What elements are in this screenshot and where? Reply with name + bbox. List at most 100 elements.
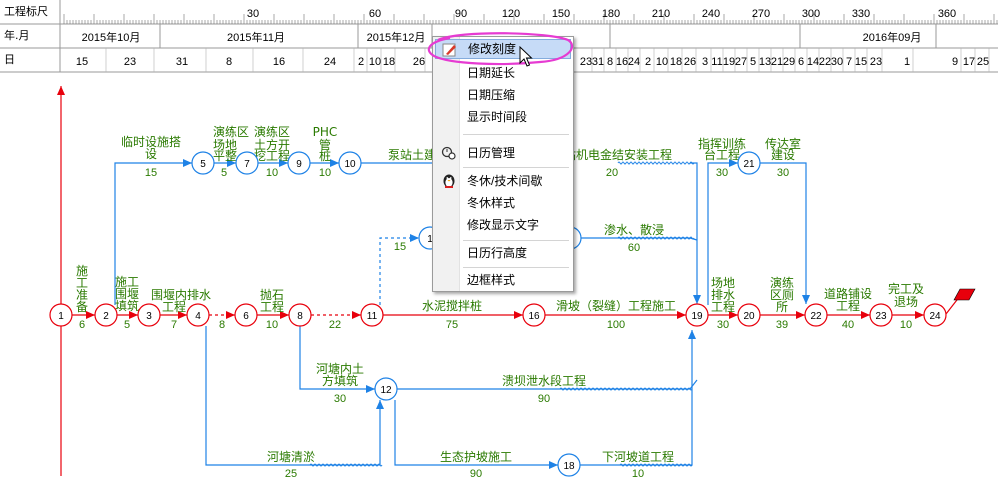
menu-item-label: 修改显示文字 (467, 218, 540, 232)
menu-item-winter-break[interactable]: 冬休/技术间歇 (435, 171, 571, 191)
activity-name: 工程 (260, 299, 284, 314)
day-label: 16 (273, 56, 285, 68)
arrowhead (178, 311, 187, 319)
activity-duration: 30 (716, 167, 728, 179)
menu-item-label: 显示时间段 (467, 110, 528, 124)
activity-name: 河塘内土 (316, 361, 364, 376)
arrowhead (796, 311, 805, 319)
day-label: 10 (369, 56, 381, 68)
arrowhead (514, 311, 523, 319)
activity-arrow (690, 162, 698, 304)
arrowhead (729, 159, 738, 167)
event-node (94, 303, 118, 327)
event-node-number: 11 (367, 311, 378, 322)
day-label: 9 (952, 56, 958, 68)
event-node (737, 151, 761, 175)
free-float-line (617, 161, 695, 165)
activity-duration: 25 (285, 468, 297, 480)
event-node-number: 7 (244, 159, 250, 170)
activity-name: 演练区 (213, 124, 249, 139)
event-node (234, 303, 258, 327)
scale-tick-label: 180 (602, 8, 620, 20)
event-node (804, 303, 828, 327)
activity-duration: 30 (717, 319, 729, 331)
event-node (49, 303, 73, 327)
menu-item-calendar-row-height[interactable]: 日历行高度 (435, 243, 571, 263)
event-node-number: 22 (810, 311, 822, 322)
event-node-number: 20 (743, 311, 755, 322)
menu-separator (463, 167, 569, 168)
activity-duration: 10 (266, 167, 278, 179)
event-node-number: 9 (296, 159, 302, 170)
arrowhead (352, 311, 361, 319)
month-label: 2016年09月 (863, 30, 922, 44)
event-node (288, 303, 312, 327)
arrowhead (729, 311, 738, 319)
menu-item-calendar-manage[interactable]: 日历管理 (435, 143, 571, 163)
event-node-number: 5 (200, 159, 206, 170)
activity-name: 工 (76, 276, 88, 290)
day-label: 26 (684, 56, 696, 68)
activity-name: 演练区 (254, 124, 290, 139)
day-label: 8 (607, 56, 613, 68)
activity-name: 管 (319, 137, 331, 152)
menu-item-extend-date[interactable]: 日期延长 (435, 63, 571, 83)
day-label: 15 (855, 56, 867, 68)
arrowhead (693, 295, 701, 304)
activity-name: 临时设施搭 (121, 135, 181, 149)
menu-item-modify-scale[interactable]: 修改刻度 (435, 39, 571, 59)
activity-name: 站机电金结安装工程 (564, 147, 672, 162)
activity-name: 建设 (771, 148, 795, 162)
menu-item-modify-display-text[interactable]: 修改显示文字 (435, 215, 571, 235)
activity-duration: 10 (900, 319, 912, 331)
activity-name: 桩 (319, 148, 331, 163)
arrowhead (376, 400, 384, 409)
activity-name: 滑坡（裂缝）工程施工 (556, 298, 676, 313)
arrowhead (226, 311, 235, 319)
event-node-number: 18 (563, 461, 575, 472)
activity-duration: 10 (319, 167, 331, 179)
edit-scale-icon (442, 43, 456, 57)
activity-arrow (580, 330, 693, 466)
activity-duration: 30 (777, 167, 789, 179)
activity-name: 工程 (162, 299, 186, 314)
arrowhead (549, 461, 558, 469)
activity-duration: 75 (446, 319, 458, 331)
menu-item-compress-date[interactable]: 日期压缩 (435, 85, 571, 105)
event-node (287, 151, 311, 175)
event-node (737, 303, 761, 327)
menu-item-label: 冬休样式 (467, 196, 516, 210)
activity-arrow (379, 237, 419, 305)
menu-item-border-style[interactable]: 边框样式 (435, 270, 571, 290)
arrowhead (410, 234, 419, 242)
event-node-number: 4 (195, 311, 201, 322)
activity-arrow (299, 326, 375, 390)
menu-item-winter-style[interactable]: 冬休样式 (435, 193, 571, 213)
arrowhead (861, 311, 870, 319)
activity-duration: 90 (470, 468, 482, 480)
day-label: 24 (628, 56, 640, 68)
menu-item-show-period[interactable]: 显示时间段 (435, 107, 571, 127)
activity-name: 泵站土建 (388, 148, 436, 162)
day-label: 27 (735, 56, 747, 68)
menu-item-label: 修改刻度 (468, 42, 517, 56)
finish-flag-icon (945, 288, 976, 315)
scale-tick-label: 270 (752, 8, 770, 20)
activity-name: 排水 (711, 288, 735, 302)
day-label: 16 (616, 56, 628, 68)
month-row-label: 年.月 (4, 29, 30, 42)
activity-duration: 8 (219, 319, 225, 331)
day-label: 19 (723, 56, 735, 68)
menu-item-label: 边框样式 (467, 273, 516, 287)
event-node-number: 21 (743, 159, 755, 170)
activity-name: 施工 (115, 275, 139, 289)
activity-name: 道路铺设 (824, 286, 872, 301)
day-label: 14 (807, 56, 819, 68)
activity-name: 指挥训练 (698, 136, 746, 151)
activity-name: 完工及 (888, 281, 924, 296)
highlight-annotation (427, 32, 574, 66)
